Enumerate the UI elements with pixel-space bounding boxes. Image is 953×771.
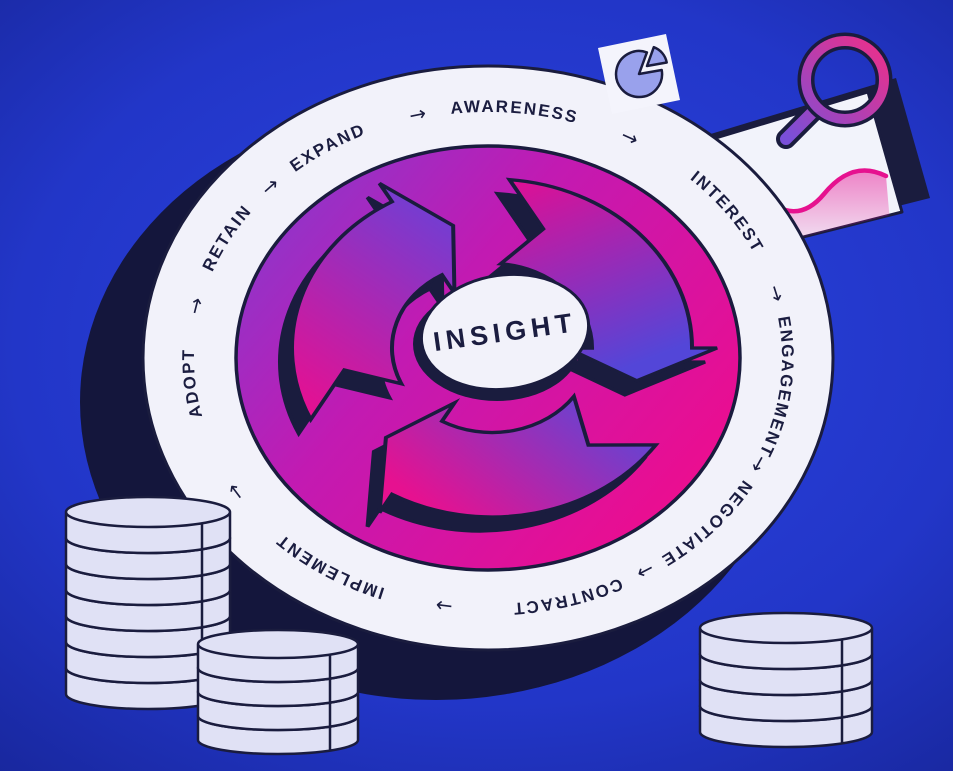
magnifier-handle	[780, 103, 822, 145]
flow-arrow-glyph: →	[763, 281, 791, 304]
pie-chart-icon	[614, 49, 664, 99]
flow-arrow-icon: →	[763, 281, 791, 304]
magnifier-lens	[801, 36, 889, 124]
flow-arrow-icon: →	[407, 100, 428, 127]
coin	[698, 611, 874, 671]
flywheel: INSIGHT AWARENESS INTEREST ENGAGEMENT NE…	[141, 64, 835, 652]
flow-arrow-icon: →	[434, 594, 454, 620]
coin-stack-right	[698, 611, 874, 749]
insight-hub	[419, 272, 591, 392]
coin	[64, 495, 232, 555]
flow-arrow-glyph: →	[407, 100, 428, 127]
magnifying-glass-icon	[776, 32, 893, 149]
pie-chart-card	[598, 34, 680, 114]
flow-arrow-icon: →	[181, 295, 208, 317]
coin	[196, 628, 360, 684]
flow-arrow-glyph: →	[434, 594, 454, 620]
coin-stack-left-front	[196, 628, 360, 756]
flow-arrow-glyph: →	[181, 295, 208, 317]
pie-slice-icon	[645, 45, 668, 68]
coin-stack-left-tall	[64, 495, 232, 711]
